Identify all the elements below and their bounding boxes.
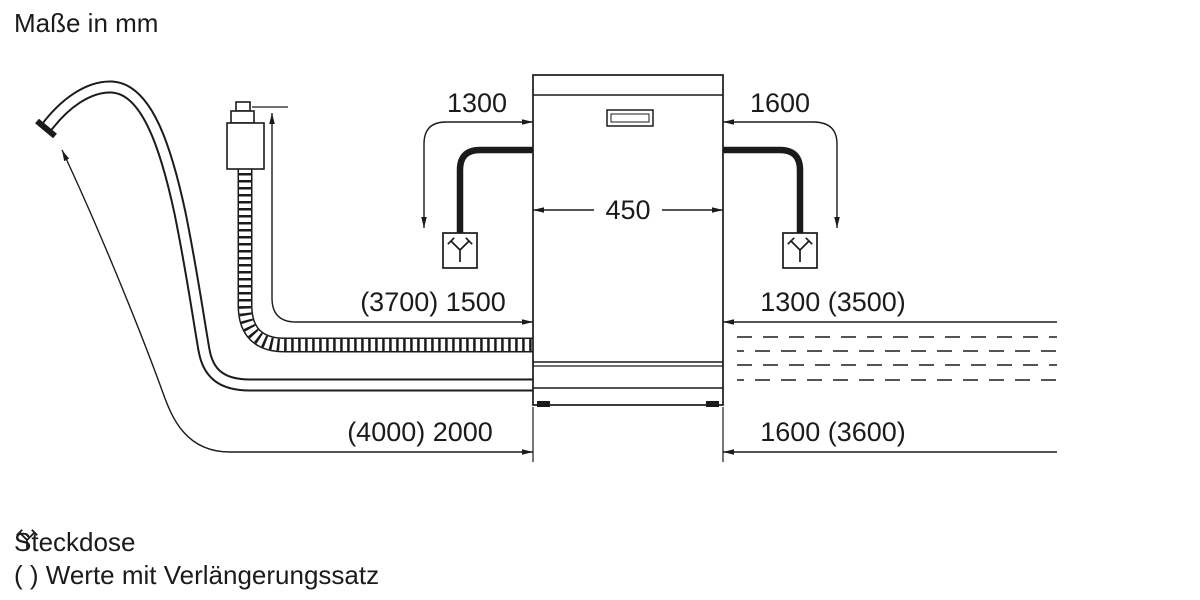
legend-extension-note: ( ) Werte mit Verlängerungssatz bbox=[14, 559, 380, 590]
supply-hose bbox=[237, 166, 533, 353]
dim-line-drain-hose bbox=[61, 149, 533, 455]
dishwasher-display bbox=[606, 109, 654, 127]
power-socket-icon bbox=[787, 237, 813, 262]
power-cord-left bbox=[456, 146, 533, 233]
drain-hose-end-cap bbox=[35, 118, 57, 139]
tap-valve-body bbox=[226, 122, 265, 170]
dim-label-right-bottom: 1600 (3600) bbox=[760, 417, 906, 447]
dishwasher-display-inner bbox=[610, 113, 650, 123]
dim-label-drain-hose: (4000) 2000 bbox=[347, 417, 493, 447]
dishwasher-foot-left bbox=[537, 401, 550, 407]
legend-row-extension-note: ( ) Werte mit Verlängerungssatz bbox=[14, 560, 379, 590]
tap-valve-cap bbox=[235, 101, 251, 112]
dishwasher bbox=[532, 74, 724, 407]
tap-valve-collar bbox=[230, 110, 255, 124]
dim-label-appliance-width: 450 bbox=[605, 195, 650, 225]
legend: Steckdose ( ) Werte mit Verlängerungssat… bbox=[14, 527, 379, 590]
power-socket-left bbox=[442, 232, 478, 269]
dim-line-cord-right bbox=[723, 119, 840, 228]
page-title: Maße in mm bbox=[14, 8, 159, 38]
dim-label-cord-right: 1600 bbox=[750, 88, 810, 118]
power-cord-right bbox=[723, 146, 804, 233]
dim-label-right-middle: 1300 (3500) bbox=[760, 287, 906, 317]
legend-row-socket: Steckdose bbox=[14, 527, 379, 557]
dishwasher-outline bbox=[532, 74, 724, 406]
dishwasher-foot-right bbox=[706, 401, 719, 407]
tap-valve bbox=[226, 101, 265, 170]
hose-extension-dashes bbox=[737, 336, 1057, 381]
dim-label-supply-hose: (3700) 1500 bbox=[360, 287, 506, 317]
dim-label-cord-left: 1300 bbox=[447, 88, 507, 118]
power-socket-icon bbox=[16, 529, 38, 549]
dim-line-cord-left bbox=[421, 119, 533, 228]
power-socket-right bbox=[782, 232, 818, 269]
